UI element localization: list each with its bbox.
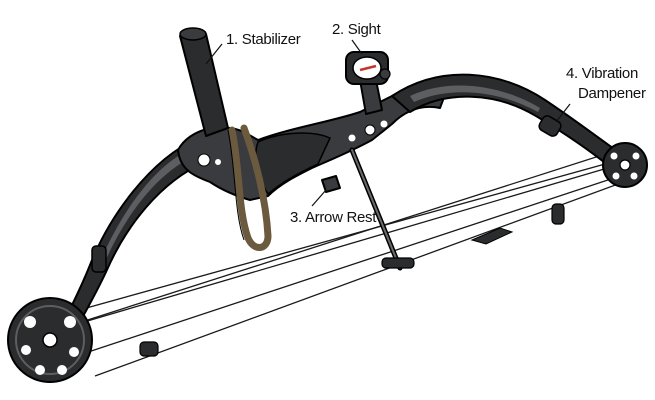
leader-vibration-dampener xyxy=(555,103,571,123)
nocking-point xyxy=(470,227,514,245)
lower-cam xyxy=(7,297,93,383)
string-silencer xyxy=(551,203,565,225)
string-line xyxy=(49,161,629,333)
label-vibration-dampener-line2: Dampener xyxy=(578,85,646,102)
riser-hole xyxy=(348,134,356,142)
riser-grip xyxy=(254,132,331,196)
riser-hole xyxy=(380,120,388,128)
cable-line-upper xyxy=(49,149,619,333)
string-accessories xyxy=(139,203,565,357)
riser-hole xyxy=(197,153,211,167)
lower-cam-rim xyxy=(15,305,85,375)
bow-strings xyxy=(49,149,641,377)
lower-cam-hole xyxy=(57,365,67,375)
arrow-rest xyxy=(321,147,415,271)
riser-hole xyxy=(364,124,376,136)
string-silencer xyxy=(139,341,159,357)
sight xyxy=(345,51,391,115)
sling-strap-outline xyxy=(227,129,245,241)
label-arrow-rest: 3. Arrow Rest xyxy=(290,209,377,226)
lower-cam-hub xyxy=(42,332,58,348)
upper-cam-hole xyxy=(612,172,620,180)
upper-cam-hole xyxy=(630,172,638,180)
upper-limb-highlight xyxy=(410,85,540,112)
callout-labels: 1. Stabilizer 2. Sight 3. Arrow Rest 4. … xyxy=(226,21,646,226)
leader-arrow-rest xyxy=(311,189,327,207)
sling-strap xyxy=(228,124,272,251)
label-vibration-dampener-line1: 4. Vibration xyxy=(566,65,638,82)
label-stabilizer: 1. Stabilizer xyxy=(226,31,301,48)
lower-cam-hole xyxy=(64,316,76,328)
cable-line-bottom xyxy=(94,175,641,377)
arrow-rest-body xyxy=(321,175,341,193)
cable-line-lower xyxy=(57,169,639,363)
cable-guard-rod-highlight xyxy=(351,149,401,269)
cable-slide xyxy=(381,257,415,269)
leader-sight xyxy=(351,39,363,55)
lower-cam-hole xyxy=(21,345,31,355)
sight-bracket xyxy=(359,79,383,115)
leader-stabilizer xyxy=(205,43,223,65)
callout-leaders xyxy=(205,39,571,207)
stabilizer xyxy=(179,27,229,137)
lower-limb-pocket xyxy=(91,245,107,273)
stabilizer-tip xyxy=(179,27,207,41)
wrist-sling xyxy=(227,124,272,251)
label-sight: 2. Sight xyxy=(332,21,382,38)
lower-cam-hole xyxy=(69,347,79,357)
upper-cam-hub xyxy=(619,159,631,171)
riser xyxy=(177,86,447,201)
upper-cam-hole xyxy=(632,152,640,160)
cable-line-cross xyxy=(71,155,635,313)
riser-hole xyxy=(215,159,221,165)
vibration-dampener-part xyxy=(538,115,562,137)
sight-pin xyxy=(359,64,377,72)
sight-knob xyxy=(379,68,391,80)
lower-cam-hole xyxy=(24,316,36,328)
upper-cam xyxy=(602,142,648,188)
upper-cam-hole xyxy=(610,152,618,160)
lower-cam-hole xyxy=(35,365,45,375)
